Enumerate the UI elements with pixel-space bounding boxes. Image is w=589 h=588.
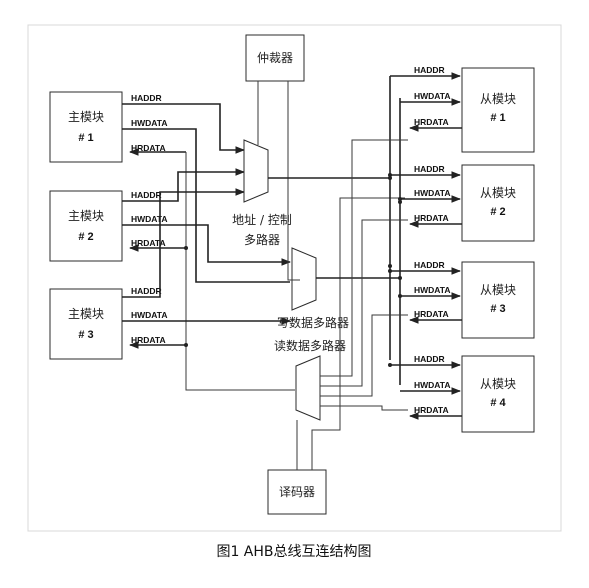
master-2-num: # 2	[78, 231, 93, 243]
s2-haddr: HADDR	[414, 164, 445, 174]
write-mux-label: 写数据多路器	[277, 315, 349, 330]
s4-haddr: HADDR	[414, 354, 445, 364]
master-1: 主模块 # 1	[49, 91, 123, 163]
control-wires	[257, 81, 405, 470]
arbiter-label: 仲裁器	[257, 51, 293, 65]
slave-2-num: # 2	[490, 206, 505, 218]
s4-hrdata: HRDATA	[414, 405, 449, 415]
slave-3: 从模块 # 3	[461, 261, 535, 339]
figure-frame	[27, 24, 562, 532]
slave-signal-labels: HADDR HWDATA HRDATA HADDR HWDATA HRDATA …	[414, 65, 451, 415]
m2-hwdata: HWDATA	[131, 214, 168, 224]
master-wires	[122, 103, 295, 391]
addr-control-mux: 地址 / 控制 多路器	[232, 139, 292, 247]
addr-mux-label-1: 地址 / 控制	[232, 213, 292, 227]
m3-haddr: HADDR	[131, 286, 162, 296]
m3-hwdata: HWDATA	[131, 310, 168, 320]
s4-hwdata: HWDATA	[414, 380, 451, 390]
s2-hwdata: HWDATA	[414, 188, 451, 198]
slave-wires	[388, 72, 462, 420]
master-3: 主模块 # 3	[49, 288, 123, 360]
bus-wires	[268, 76, 408, 411]
s1-hrdata: HRDATA	[414, 117, 449, 127]
decoder-label: 译码器	[279, 485, 315, 499]
read-data-mux: 读数据多路器	[274, 338, 346, 421]
master-1-num: # 1	[78, 132, 93, 144]
s3-haddr: HADDR	[414, 260, 445, 270]
slave-1-num: # 1	[490, 112, 505, 124]
s1-haddr: HADDR	[414, 65, 445, 75]
slave-4-label: 从模块	[480, 377, 516, 391]
slave-1: 从模块 # 1	[461, 67, 535, 153]
write-data-mux: 写数据多路器	[277, 247, 349, 330]
slave-1-label: 从模块	[480, 92, 516, 106]
slave-2: 从模块 # 2	[461, 164, 535, 242]
addr-mux-label-2: 多路器	[244, 232, 280, 247]
arbiter-block: 仲裁器	[245, 34, 305, 82]
master-2: 主模块 # 2	[49, 190, 123, 262]
slave-2-label: 从模块	[480, 186, 516, 200]
slave-3-label: 从模块	[480, 283, 516, 297]
m1-hwdata: HWDATA	[131, 118, 168, 128]
s1-hwdata: HWDATA	[414, 91, 451, 101]
master-3-label: 主模块	[68, 307, 104, 321]
m1-hrdata: HRDATA	[131, 143, 166, 153]
slave-4-num: # 4	[490, 397, 506, 409]
slave-3-num: # 3	[490, 303, 505, 315]
master-2-label: 主模块	[68, 209, 104, 223]
m2-haddr: HADDR	[131, 190, 162, 200]
master-3-num: # 3	[78, 329, 93, 341]
m3-hrdata: HRDATA	[131, 335, 166, 345]
read-mux-label: 读数据多路器	[274, 338, 346, 353]
s3-hrdata: HRDATA	[414, 309, 449, 319]
decoder-block: 译码器	[267, 469, 327, 515]
m2-hrdata: HRDATA	[131, 238, 166, 248]
m1-haddr: HADDR	[131, 93, 162, 103]
master-signal-labels: HADDR HWDATA HRDATA HADDR HWDATA HRDATA …	[131, 93, 168, 345]
s3-hwdata: HWDATA	[414, 285, 451, 295]
s2-hrdata: HRDATA	[414, 213, 449, 223]
slave-4: 从模块 # 4	[461, 355, 535, 433]
figure-caption: 图1 AHB总线互连结构图	[216, 544, 371, 560]
master-1-label: 主模块	[68, 110, 104, 124]
